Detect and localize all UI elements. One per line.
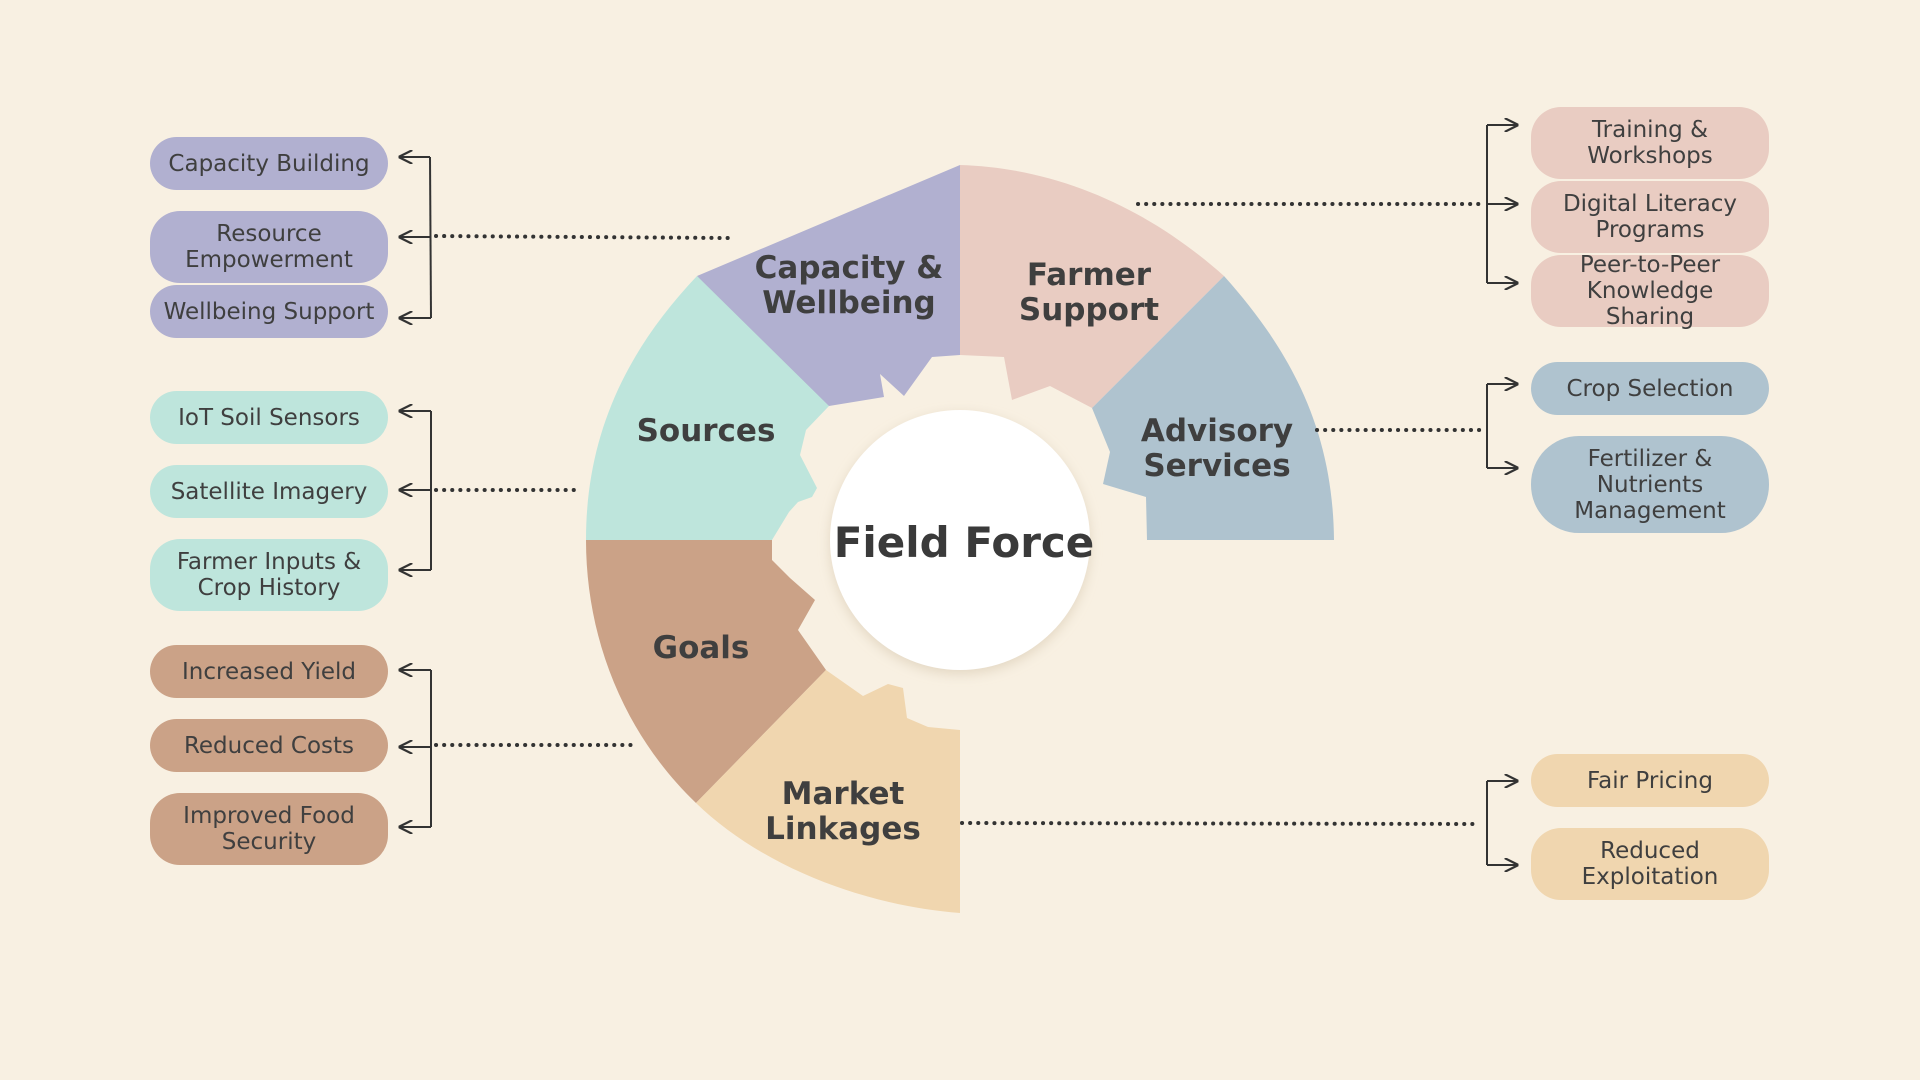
pill-training-workshops: Training & Workshops <box>1531 107 1769 179</box>
segment-label-line: Capacity & <box>755 250 944 286</box>
center-title: Field Force <box>834 518 1095 567</box>
pill-reduced-costs: Reduced Costs <box>150 719 388 772</box>
segment-advisory-services <box>1092 276 1334 540</box>
left-connectors <box>400 125 1517 865</box>
pill-wellbeing-support: Wellbeing Support <box>150 285 388 338</box>
pill-digital-literacy: Digital Literacy Programs <box>1531 181 1769 253</box>
pill-farmer-inputs: Farmer Inputs & Crop History <box>150 539 388 611</box>
pill-increased-yield: Increased Yield <box>150 645 388 698</box>
segment-sources <box>586 276 829 540</box>
center-circle <box>830 410 1090 670</box>
segment-label-line: Support <box>1019 292 1159 328</box>
segment-label-line: Farmer <box>1027 257 1152 293</box>
pill-capacity-building: Capacity Building <box>150 137 388 190</box>
pill-resource-empowerment: Resource Empowerment <box>150 211 388 283</box>
segment-label-capacity: Capacity &Wellbeing <box>755 250 944 321</box>
dotted-capacity <box>434 234 730 240</box>
pill-reduced-exploitation: Reduced Exploitation <box>1531 828 1769 900</box>
segment-label-line: Goals <box>653 630 750 666</box>
segment-label-line: Market <box>782 776 905 812</box>
segment-label-goals: Goals <box>653 630 750 666</box>
dotted-market <box>960 821 1478 826</box>
segment-goals <box>586 540 826 803</box>
pill-fertilizer-management: Fertilizer & Nutrients Management <box>1531 436 1769 533</box>
segment-label-sources: Sources <box>637 413 776 449</box>
dotted-connectors <box>434 202 1482 826</box>
segment-label-line: Advisory <box>1141 413 1293 449</box>
segment-farmer-support <box>960 165 1224 408</box>
segment-label-line: Sources <box>637 413 776 449</box>
pill-iot-soil-sensors: IoT Soil Sensors <box>150 391 388 444</box>
pill-improved-food-security: Improved Food Security <box>150 793 388 865</box>
pill-fair-pricing: Fair Pricing <box>1531 754 1769 807</box>
segment-market-linkages <box>696 670 960 913</box>
pill-crop-selection: Crop Selection <box>1531 362 1769 415</box>
pill-peer-to-peer: Peer-to-Peer Knowledge Sharing <box>1531 252 1769 330</box>
segment-label-line: Services <box>1143 448 1290 484</box>
pill-satellite-imagery: Satellite Imagery <box>150 465 388 518</box>
segment-label-line: Linkages <box>765 811 921 847</box>
segment-label-line: Wellbeing <box>762 285 935 321</box>
